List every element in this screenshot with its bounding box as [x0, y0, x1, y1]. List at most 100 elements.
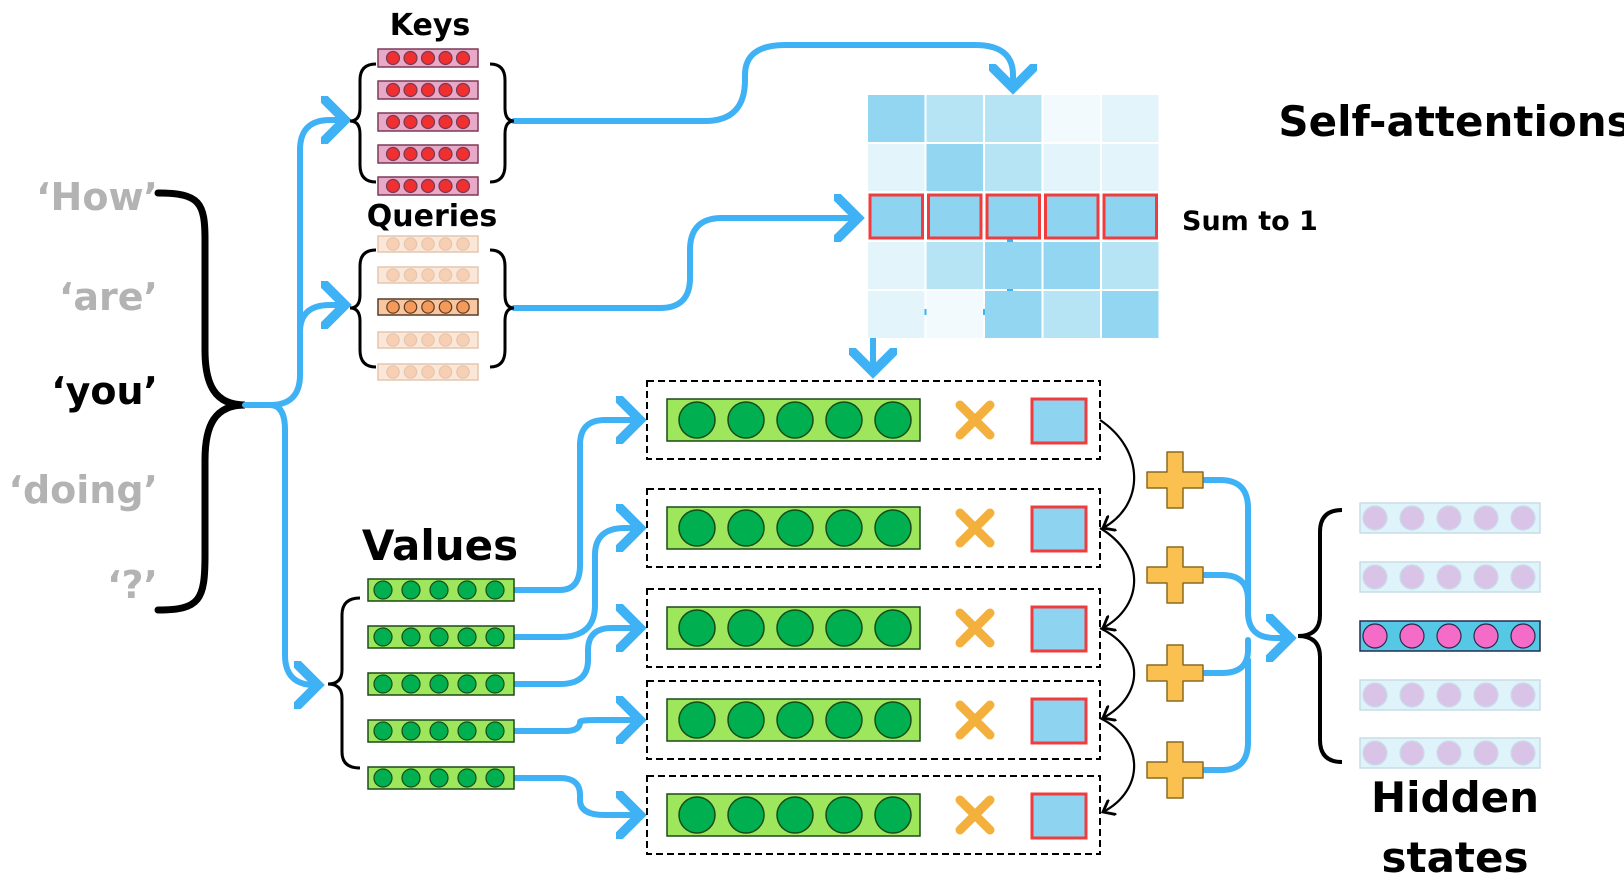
hidden-state-2-dot: [1473, 564, 1499, 590]
query-vector-4-dot: [456, 333, 470, 347]
plus-icon: [1146, 451, 1204, 509]
attention-cell: [1102, 144, 1159, 191]
key-vector-1-dot: [385, 50, 401, 66]
value-vector-2-dot: [429, 627, 449, 647]
attention-weight-cell: [1102, 193, 1158, 240]
hidden-state-5-dot: [1399, 740, 1425, 766]
product-frame: [646, 775, 1101, 855]
value-vector-3: [367, 672, 515, 696]
hidden-state-1: [1359, 502, 1541, 534]
query-vector-2-dot: [438, 268, 453, 282]
plus-icon: [1146, 546, 1204, 604]
value-vector-3-dot: [373, 674, 393, 694]
query-vector-3-dot: [438, 300, 453, 314]
attention-weight-cell: [985, 193, 1041, 240]
key-vector-2-dot: [438, 82, 453, 98]
key-vector-2-dot: [385, 82, 401, 98]
value-vector-5-dot: [457, 768, 477, 788]
attention-cell: [985, 144, 1042, 191]
attention-cell: [985, 242, 1042, 289]
weighted-value-4: [646, 680, 1101, 760]
token-doing: ‘doing’: [9, 468, 158, 512]
hidden-state-2-dot: [1399, 564, 1425, 590]
weighted-value-3: [646, 588, 1101, 668]
value-vector-5-dot: [429, 768, 449, 788]
value-vector-1: [367, 578, 515, 602]
product-value-dot: [874, 509, 912, 547]
arrow-plus4: [1197, 657, 1251, 773]
arrow-plus1: [1197, 477, 1290, 638]
product-value-dot: [776, 609, 814, 647]
query-vector-4: [377, 331, 479, 349]
keys-brace-right: [489, 62, 515, 184]
arrow-plus3: [1197, 637, 1251, 676]
value-vector-1-dot: [429, 580, 449, 600]
query-vector-1-dot: [438, 237, 453, 251]
attention-cell: [926, 291, 983, 338]
value-vector-2: [367, 625, 515, 649]
chain-arrow-4: [1099, 717, 1136, 812]
attention-cell: [1102, 291, 1159, 338]
product-value-dot: [727, 701, 765, 739]
value-vector-1-dot: [373, 580, 393, 600]
query-vector-1-dot: [386, 237, 400, 251]
attention-weight-cell: [1044, 193, 1100, 240]
product-frame: [646, 488, 1101, 568]
query-vector-4-dot: [421, 333, 435, 347]
value-vector-3-dot: [429, 674, 449, 694]
arrow-value1: [511, 420, 640, 593]
value-vector-4-dot: [457, 721, 477, 741]
product-value-dot: [776, 701, 814, 739]
value-vector-3-dot: [457, 674, 477, 694]
key-vector-2: [377, 80, 479, 100]
key-vector-3-dot: [420, 114, 436, 130]
hidden-state-1-dot: [1436, 505, 1462, 531]
value-vector-1-dot: [485, 580, 505, 600]
sum-to-one-label: Sum to 1: [1182, 206, 1318, 237]
weighted-value-products: [646, 380, 1101, 855]
weighted-value-1: [646, 380, 1101, 460]
hidden-state-5-dot: [1510, 740, 1536, 766]
attention-cell: [926, 242, 983, 289]
product-value-dot: [874, 401, 912, 439]
hidden-states-label-line2: states: [1382, 833, 1529, 882]
hidden-state-4-dot: [1399, 682, 1425, 708]
product-value-dot: [727, 796, 765, 834]
query-vector-4-dot: [386, 333, 400, 347]
hidden-state-vectors: [1359, 502, 1541, 769]
product-value-dot: [776, 401, 814, 439]
attention-weight-cell: [868, 193, 924, 240]
query-vector-5-dot: [386, 365, 400, 379]
attention-cell: [985, 95, 1042, 142]
arrow-keys-to-grid: [511, 42, 1013, 124]
key-vector-1-dot: [438, 50, 453, 66]
arrow-queries-to-row: [511, 218, 858, 311]
hidden-state-5: [1359, 737, 1541, 769]
product-value-dot: [825, 509, 863, 547]
hidden-state-4-dot: [1362, 682, 1388, 708]
product-frame: [646, 380, 1101, 460]
attention-weight-cell: [927, 193, 983, 240]
arrow-to-queries: [297, 305, 345, 335]
product-value-dot: [825, 796, 863, 834]
query-vector-3: [377, 298, 479, 316]
key-vector-5-dot: [385, 178, 401, 194]
hidden-state-4-dot: [1473, 682, 1499, 708]
key-vector-2-dot: [455, 82, 471, 98]
product-value-dot: [678, 701, 716, 739]
token-how: ‘How’: [36, 175, 158, 219]
hidden-state-3-dot: [1436, 623, 1462, 649]
hidden-state-1-dot: [1510, 505, 1536, 531]
value-vector-2-dot: [401, 627, 421, 647]
key-vector-1: [377, 48, 479, 68]
attention-cell: [1043, 242, 1100, 289]
hidden-state-3-dot: [1473, 623, 1499, 649]
attention-cell: [868, 144, 925, 191]
query-vector-3-dot: [403, 300, 418, 314]
value-vector-5-dot: [401, 768, 421, 788]
arrow-plus2: [1197, 572, 1251, 615]
multiply-icon: [955, 608, 995, 648]
key-vector-1-dot: [403, 50, 418, 66]
plus-icon: [1146, 741, 1204, 799]
